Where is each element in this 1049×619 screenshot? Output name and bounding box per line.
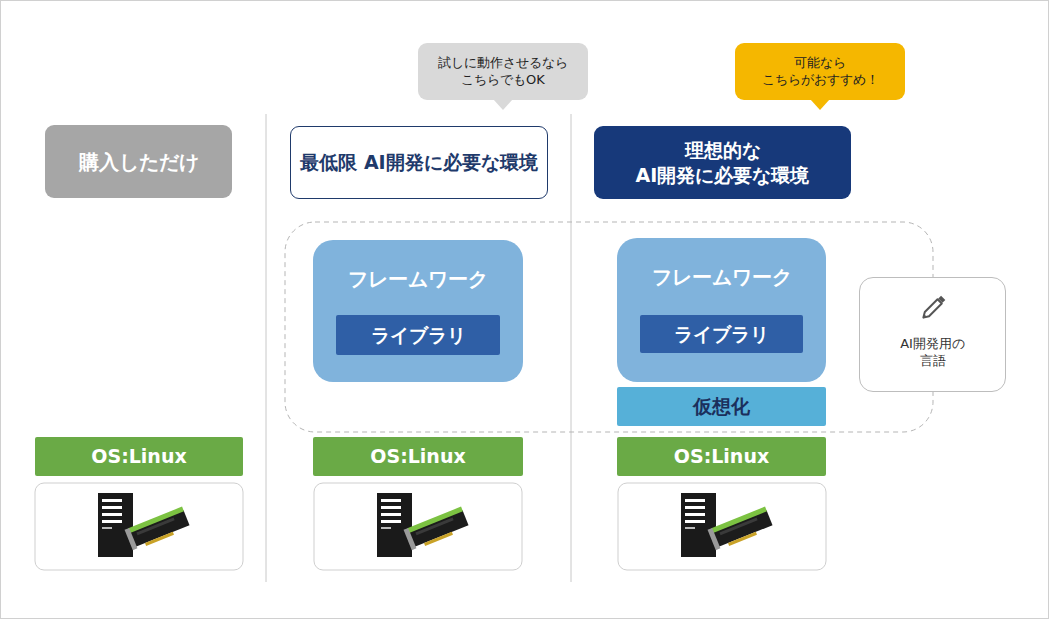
framework-box: フレームワークライブラリ <box>617 238 826 382</box>
speech-bubble: 試しに動作させるなら こちらでもOK <box>418 43 588 100</box>
node-label: AI開発用の 言語 <box>888 336 978 370</box>
os-bar: OS:Linux <box>313 437 523 476</box>
speech-bubble: 可能なら こちらがおすすめ！ <box>735 43 905 100</box>
library-box: ライブラリ <box>640 315 803 353</box>
status-box: 購入しただけ <box>45 125 232 198</box>
node-label: 試しに動作させるなら こちらでもOK <box>428 55 578 89</box>
node-label: OS:Linux <box>91 444 186 469</box>
node-label: 購入しただけ <box>79 149 199 175</box>
node-label: ライブラリ <box>674 322 769 347</box>
node-label: OS:Linux <box>674 444 769 469</box>
pencil-icon <box>919 292 949 322</box>
environment-box: 理想的な AI開発に必要な環境 <box>594 126 851 199</box>
framework-box: フレームワークライブラリ <box>313 240 523 382</box>
virtualization-band: 仮想化 <box>617 387 826 426</box>
node-label: フレームワーク <box>652 264 792 290</box>
bubble-tail <box>493 99 513 111</box>
node-label: OS:Linux <box>370 444 465 469</box>
environment-box: 最低限 AI開発に必要な環境 <box>290 126 548 199</box>
os-bar: OS:Linux <box>617 437 826 476</box>
node-label: 理想的な AI開発に必要な環境 <box>603 138 843 187</box>
node-label: ライブラリ <box>371 323 466 348</box>
node-label: フレームワーク <box>348 266 488 292</box>
os-bar: OS:Linux <box>35 437 243 476</box>
language-box: AI開発用の 言語 <box>859 277 1006 392</box>
bubble-tail <box>810 99 830 111</box>
node-label: 最低限 AI開発に必要な環境 <box>300 150 537 175</box>
node-label: 可能なら こちらがおすすめ！ <box>745 55 895 89</box>
node-label: 仮想化 <box>693 394 750 419</box>
library-box: ライブラリ <box>336 315 500 355</box>
